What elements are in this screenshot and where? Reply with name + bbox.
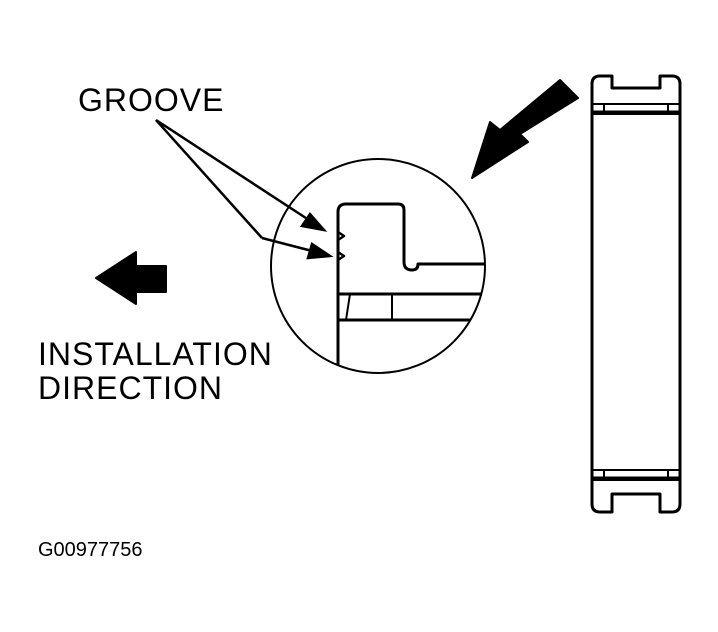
groove-label: GROOVE bbox=[78, 82, 225, 118]
groove-leader-lines bbox=[155, 118, 334, 260]
flange-profile bbox=[336, 202, 485, 370]
bearing-ring-side-view bbox=[590, 74, 682, 514]
installation-direction-label-line1: INSTALLATION bbox=[38, 336, 273, 372]
installation-direction-label-line2: DIRECTION bbox=[38, 370, 223, 406]
left-arrow-icon bbox=[95, 251, 167, 305]
detail-circle bbox=[270, 158, 486, 374]
pointer-arrow-icon bbox=[471, 79, 579, 179]
ring-bottom-flange bbox=[590, 476, 682, 514]
groove-notches bbox=[337, 230, 346, 262]
ring-top-band bbox=[591, 103, 681, 115]
figure-id: G00977756 bbox=[38, 539, 143, 561]
detail-circle-outline bbox=[270, 158, 486, 374]
ring-bottom-band bbox=[591, 469, 681, 481]
ring-top-flange bbox=[590, 74, 682, 114]
